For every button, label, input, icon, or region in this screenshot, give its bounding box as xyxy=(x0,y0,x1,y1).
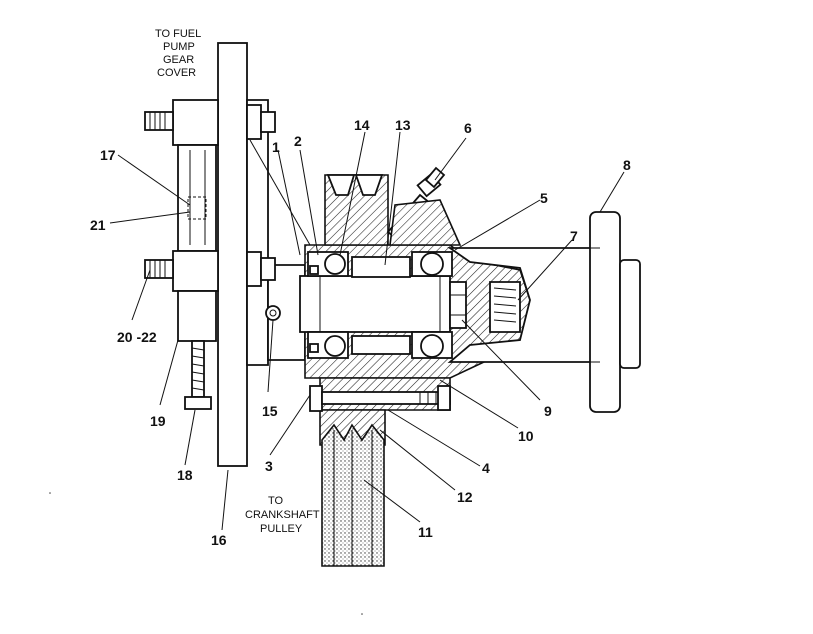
note-fuel-pump-4: COVER xyxy=(157,67,196,79)
callout-13: 13 xyxy=(395,117,411,133)
bearing-spacer xyxy=(351,256,411,355)
pulley-bolt xyxy=(309,385,451,412)
callout-3: 3 xyxy=(265,458,273,474)
v-belt xyxy=(321,423,385,567)
callout-1: 1 xyxy=(272,139,280,155)
rear-bearing xyxy=(411,251,453,359)
callout-20-22: 20 -22 xyxy=(117,329,157,345)
front-bearing xyxy=(307,251,349,359)
note-crankshaft-1: TO xyxy=(268,495,284,507)
note-fuel-pump-1: TO FUEL xyxy=(155,28,201,40)
speck xyxy=(49,492,51,494)
adjusting-screw xyxy=(184,340,212,410)
callout-10: 10 xyxy=(518,428,534,444)
note-fuel-pump-2: PUMP xyxy=(163,41,195,53)
callout-15: 15 xyxy=(262,403,278,419)
callout-7: 7 xyxy=(570,228,578,244)
pulley-upper xyxy=(324,174,389,246)
callout-19: 19 xyxy=(150,413,166,429)
mounting-plate xyxy=(217,42,306,467)
callout-16: 16 xyxy=(211,532,227,548)
upper-stud xyxy=(144,104,276,140)
callout-18: 18 xyxy=(177,467,193,483)
callout-2: 2 xyxy=(294,133,302,149)
callout-8: 8 xyxy=(623,157,631,173)
callout-11: 11 xyxy=(418,524,433,540)
note-crankshaft-2: CRANKSHAFT xyxy=(245,509,320,521)
callout-4: 4 xyxy=(482,460,490,476)
seal xyxy=(309,265,319,353)
plug xyxy=(265,305,281,321)
support-arm xyxy=(172,99,219,342)
shaft-nut xyxy=(449,281,467,329)
lower-stud xyxy=(144,251,276,287)
callout-9: 9 xyxy=(544,403,552,419)
flange xyxy=(589,211,641,413)
leader-lines xyxy=(109,131,625,531)
callout-5: 5 xyxy=(540,190,548,206)
note-fuel-pump-3: GEAR xyxy=(163,54,194,66)
callout-12: 12 xyxy=(457,489,473,505)
callout-14: 14 xyxy=(354,117,370,133)
note-crankshaft-3: PULLEY xyxy=(260,523,303,535)
callout-6: 6 xyxy=(464,120,472,136)
speck xyxy=(361,613,363,615)
callout-17: 17 xyxy=(100,147,116,163)
callout-21: 21 xyxy=(90,217,106,233)
hub-cover-upper xyxy=(389,199,462,246)
